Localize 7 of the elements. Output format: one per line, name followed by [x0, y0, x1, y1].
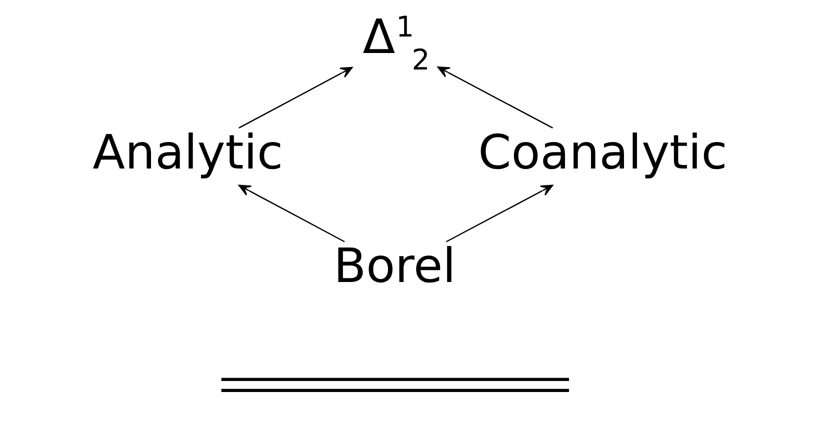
- node-text: Analytic: [92, 125, 283, 180]
- arrow: [445, 184, 553, 242]
- arrow: [238, 66, 352, 129]
- node-text: Borel: [333, 239, 456, 294]
- arrow: [436, 66, 553, 129]
- node-text: Coanalytic: [478, 125, 727, 180]
- arrow: [238, 184, 344, 242]
